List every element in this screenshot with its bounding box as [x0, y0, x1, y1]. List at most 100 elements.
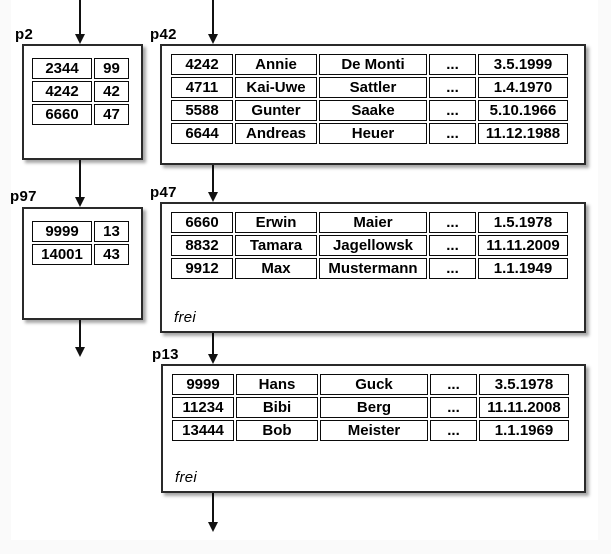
arrow-shaft — [79, 0, 81, 34]
firstname-cell: Andreas — [235, 123, 317, 144]
lastname-cell: Sattler — [319, 77, 427, 98]
table-row: 8832 Tamara Jagellowsk ... 11.11.2009 — [171, 235, 568, 256]
arrow-shaft — [79, 160, 81, 197]
arrow-shaft — [212, 0, 214, 34]
ellipsis-cell: ... — [430, 420, 477, 441]
page-box-p47: 6660 Erwin Maier ... 1.5.1978 8832 Tamar… — [160, 202, 586, 333]
ellipsis-cell: ... — [430, 397, 477, 418]
lastname-cell: Saake — [319, 100, 427, 121]
date-cell: 1.5.1978 — [478, 212, 568, 233]
arrow-shaft — [212, 493, 214, 522]
lastname-cell: De Monti — [319, 54, 427, 75]
lastname-cell: Guck — [320, 374, 428, 395]
arrow-down-icon-p97-out — [74, 320, 86, 357]
firstname-cell: Kai-Uwe — [235, 77, 317, 98]
table-row: 4242 42 — [32, 81, 129, 102]
page-label-p97: p97 — [10, 188, 37, 205]
key-cell: 9999 — [32, 221, 92, 242]
date-cell: 1.1.1949 — [478, 258, 568, 279]
arrow-down-icon-p13-out — [207, 493, 219, 532]
arrow-head — [208, 522, 218, 532]
lastname-cell: Maier — [319, 212, 427, 233]
key-cell: 2344 — [32, 58, 92, 79]
arrow-head — [75, 197, 85, 207]
table-row: 9912 Max Mustermann ... 1.1.1949 — [171, 258, 568, 279]
arrow-down-icon-p2-to-p97 — [74, 160, 86, 207]
page-box-p42: 4242 Annie De Monti ... 3.5.1999 4711 Ka… — [160, 44, 586, 165]
firstname-cell: Bob — [236, 420, 318, 441]
arrow-head — [75, 347, 85, 357]
key-cell: 4242 — [32, 81, 92, 102]
page-box-p2: 2344 99 4242 42 6660 47 — [22, 44, 143, 160]
date-cell: 11.12.1988 — [478, 123, 568, 144]
arrow-head — [208, 34, 218, 44]
arrow-shaft — [79, 320, 81, 347]
table-row: 11234 Bibi Berg ... 11.11.2008 — [172, 397, 569, 418]
id-cell: 8832 — [171, 235, 233, 256]
date-cell: 5.10.1966 — [478, 100, 568, 121]
page-label-p2: p2 — [15, 26, 34, 43]
record-table-p42: 4242 Annie De Monti ... 3.5.1999 4711 Ka… — [169, 52, 570, 146]
id-cell: 4711 — [171, 77, 233, 98]
firstname-cell: Gunter — [235, 100, 317, 121]
page-label-p13: p13 — [152, 346, 179, 363]
ellipsis-cell: ... — [429, 258, 476, 279]
arrow-shaft — [212, 333, 214, 354]
date-cell: 11.11.2008 — [479, 397, 569, 418]
page-ref-cell: 43 — [94, 244, 129, 265]
arrow-down-icon-p47-to-p13 — [207, 333, 219, 364]
lastname-cell: Heuer — [319, 123, 427, 144]
ellipsis-cell: ... — [429, 54, 476, 75]
lastname-cell: Meister — [320, 420, 428, 441]
id-cell: 4242 — [171, 54, 233, 75]
firstname-cell: Erwin — [235, 212, 317, 233]
arrow-head — [208, 192, 218, 202]
arrow-head — [208, 354, 218, 364]
page-box-p97: 9999 13 14001 43 — [22, 207, 143, 320]
lastname-cell: Berg — [320, 397, 428, 418]
table-row: 13444 Bob Meister ... 1.1.1969 — [172, 420, 569, 441]
table-row: 6644 Andreas Heuer ... 11.12.1988 — [171, 123, 568, 144]
id-cell: 9912 — [171, 258, 233, 279]
firstname-cell: Max — [235, 258, 317, 279]
key-cell: 14001 — [32, 244, 92, 265]
arrow-down-icon-into-p2 — [74, 0, 86, 44]
firstname-cell: Annie — [235, 54, 317, 75]
free-space-label: frei — [174, 309, 197, 326]
id-cell: 9999 — [172, 374, 234, 395]
id-cell: 5588 — [171, 100, 233, 121]
index-table-p2: 2344 99 4242 42 6660 47 — [30, 56, 131, 127]
arrow-down-icon-into-p42 — [207, 0, 219, 44]
firstname-cell: Tamara — [235, 235, 317, 256]
firstname-cell: Bibi — [236, 397, 318, 418]
ellipsis-cell: ... — [429, 123, 476, 144]
ellipsis-cell: ... — [429, 100, 476, 121]
arrow-head — [75, 34, 85, 44]
page-ref-cell: 42 — [94, 81, 129, 102]
lastname-cell: Mustermann — [319, 258, 427, 279]
lastname-cell: Jagellowsk — [319, 235, 427, 256]
page-label-p47: p47 — [150, 184, 177, 201]
id-cell: 13444 — [172, 420, 234, 441]
record-table-p13: 9999 Hans Guck ... 3.5.1978 11234 Bibi B… — [170, 372, 571, 443]
arrow-shaft — [212, 165, 214, 192]
table-row: 5588 Gunter Saake ... 5.10.1966 — [171, 100, 568, 121]
free-space-label: frei — [175, 469, 198, 486]
id-cell: 6644 — [171, 123, 233, 144]
ellipsis-cell: ... — [429, 77, 476, 98]
page-ref-cell: 47 — [94, 104, 129, 125]
record-table-p47: 6660 Erwin Maier ... 1.5.1978 8832 Tamar… — [169, 210, 570, 281]
firstname-cell: Hans — [236, 374, 318, 395]
date-cell: 1.4.1970 — [478, 77, 568, 98]
index-table-p97: 9999 13 14001 43 — [30, 219, 131, 267]
table-row: 9999 Hans Guck ... 3.5.1978 — [172, 374, 569, 395]
page-ref-cell: 13 — [94, 221, 129, 242]
table-row: 4242 Annie De Monti ... 3.5.1999 — [171, 54, 568, 75]
ellipsis-cell: ... — [429, 235, 476, 256]
id-cell: 11234 — [172, 397, 234, 418]
page-box-p13: 9999 Hans Guck ... 3.5.1978 11234 Bibi B… — [161, 364, 586, 493]
ellipsis-cell: ... — [429, 212, 476, 233]
key-cell: 6660 — [32, 104, 92, 125]
date-cell: 3.5.1978 — [479, 374, 569, 395]
